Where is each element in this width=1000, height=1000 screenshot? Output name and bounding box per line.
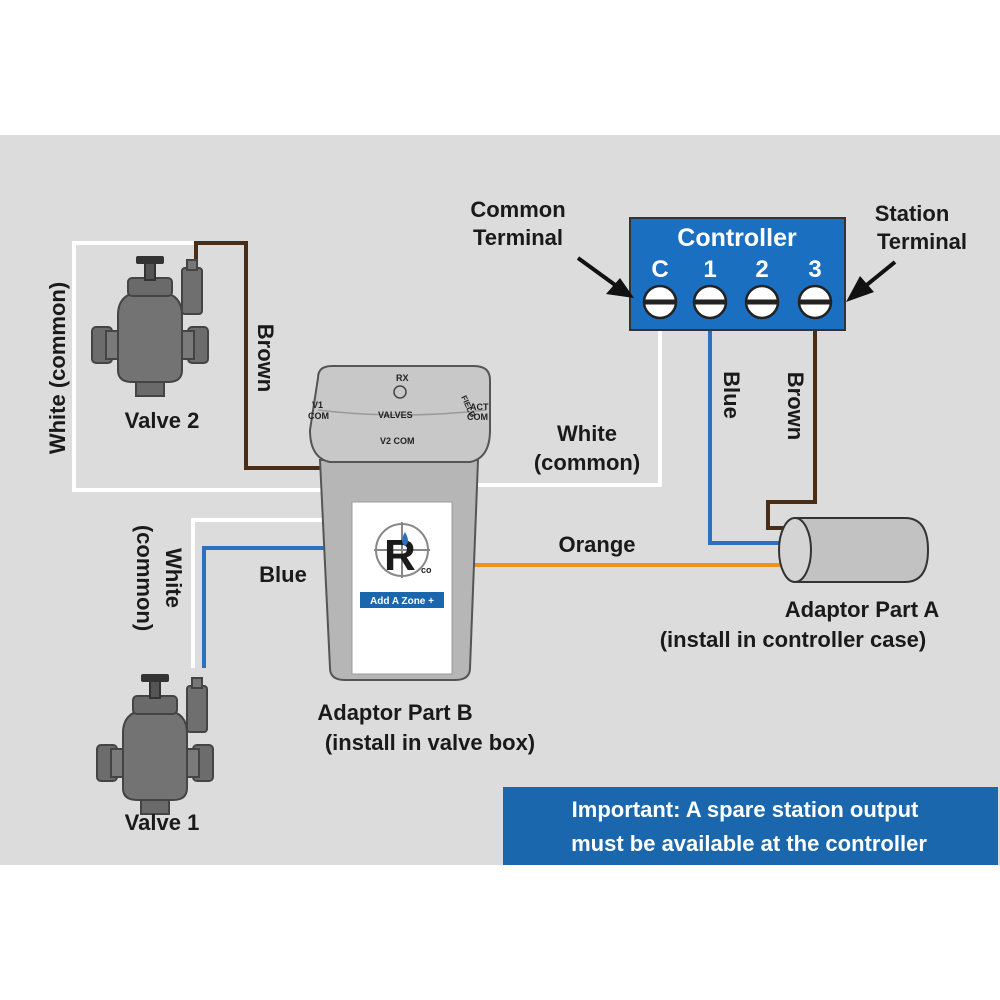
controller-title: Controller	[677, 224, 797, 252]
lid-v2com-text: V2 COM	[380, 436, 415, 446]
terminal-screw-3	[797, 284, 833, 320]
station-terminal-label-line1: Station	[875, 201, 950, 226]
add-a-zone-text: Add A Zone +	[370, 596, 434, 607]
adaptor-b-caption-line2: (install in valve box)	[325, 730, 535, 755]
common-terminal-label-line2: Terminal	[473, 225, 563, 250]
valve-1-icon	[96, 674, 214, 815]
wire-blue-valve1	[202, 546, 330, 668]
valve-2-label: Valve 2	[125, 408, 200, 433]
logo-sub: co	[421, 565, 432, 575]
important-note: Important: A spare station output must b…	[503, 787, 998, 865]
white-valve1-label-line2: (common)	[132, 525, 157, 631]
blue-controller-label: Blue	[719, 371, 744, 419]
wire-brown-controller	[766, 325, 817, 530]
common-terminal-arrow	[576, 256, 634, 298]
rco-logo: R co	[374, 522, 432, 580]
wire-blue-controller	[708, 325, 790, 545]
terminal-screw-1	[692, 284, 728, 320]
note-line2: must be available at the controller	[571, 831, 927, 856]
water-drop-icon	[402, 532, 408, 546]
terminal-label-1: 1	[703, 256, 716, 283]
lid-valves-text: VALVES	[378, 410, 413, 420]
wire-white-common-controller	[470, 325, 662, 487]
adaptor-part-a	[778, 517, 930, 583]
lid-act-text: ACT	[470, 402, 489, 412]
brown-valve2-label: Brown	[253, 324, 278, 392]
station-terminal-label-line2: Terminal	[877, 229, 967, 254]
terminal-label-c: C	[651, 256, 668, 283]
adaptor-a-caption-line1: Adaptor Part A	[785, 597, 940, 622]
terminal-label-2: 2	[755, 256, 768, 283]
controller-box: Controller C 1 2 3	[629, 217, 846, 331]
white-valve1-label-line1: White	[161, 548, 186, 608]
adaptor-a-caption-line2: (install in controller case)	[660, 627, 927, 652]
note-line1: Important: A spare station output	[572, 797, 919, 822]
lid-com2-text: COM	[467, 412, 488, 422]
white-common-left-label: White (common)	[45, 282, 70, 454]
brown-controller-label: Brown	[783, 372, 808, 440]
rx-icon	[393, 385, 407, 399]
wire-brown-valve2	[194, 241, 322, 470]
lid-v1-text: V1	[312, 400, 323, 410]
adaptor-b-caption-line1: Adaptor Part B	[317, 700, 472, 725]
logo-letter: R	[384, 531, 416, 580]
wire-white-common-valve1	[191, 518, 330, 668]
white-common-mid-label-line2: (common)	[534, 450, 640, 475]
lid-com1-text: COM	[308, 411, 329, 421]
terminal-label-3: 3	[808, 256, 821, 283]
terminal-screw-c	[642, 284, 678, 320]
valve-2-icon	[91, 256, 209, 397]
station-terminal-arrow	[846, 260, 897, 302]
adaptor-b-lid	[308, 365, 491, 463]
terminal-screw-2	[744, 284, 780, 320]
wire-white-common-valve2	[72, 241, 330, 492]
valve-1-label: Valve 1	[125, 810, 200, 835]
lid-rx-text: RX	[396, 373, 409, 383]
add-a-zone-badge	[360, 592, 444, 608]
blue-valve1-label: Blue	[259, 562, 307, 587]
orange-label: Orange	[558, 532, 635, 557]
common-terminal-label-line1: Common	[470, 197, 565, 222]
adaptor-part-b: RX V1 COM VALVES V2 COM FIELD ACT COM R …	[308, 365, 491, 681]
white-common-mid-label-line1: White	[557, 421, 617, 446]
